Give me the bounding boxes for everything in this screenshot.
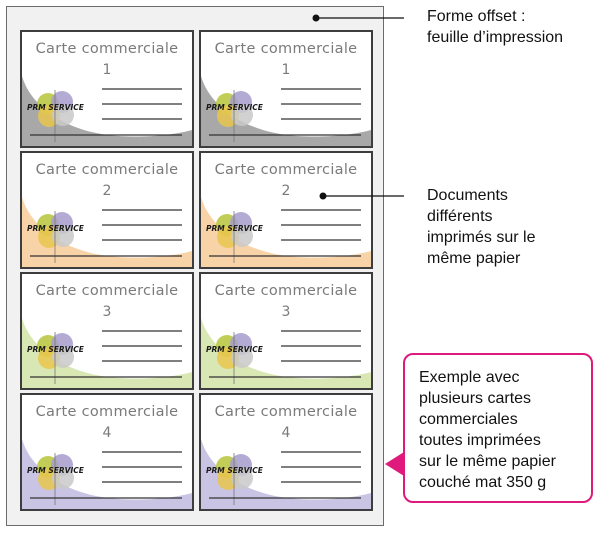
logo-wordmark: PRM SERVICE: [27, 345, 84, 354]
card-wave-background: [201, 197, 371, 267]
card-text-lines: [30, 451, 182, 499]
card-text-lines: [30, 330, 182, 378]
card-wave-background: [201, 318, 371, 388]
logo-wordmark: PRM SERVICE: [27, 224, 84, 233]
logo-wordmark: PRM SERVICE: [206, 224, 263, 233]
prm-logo-icon: [37, 332, 74, 384]
card-wave-background: [201, 76, 371, 146]
logo-wordmark: PRM SERVICE: [27, 103, 84, 112]
prm-logo-icon: [216, 453, 253, 505]
card-number: 2: [281, 183, 291, 199]
card-wave-background: [201, 439, 371, 509]
card-title: Carte commerciale: [214, 404, 358, 420]
card-text-lines: [209, 330, 361, 378]
card-number: 1: [281, 62, 291, 78]
prm-logo-icon: [216, 90, 253, 142]
card-wave-background: [22, 318, 192, 388]
card-wave-background: [22, 439, 192, 509]
offset-form-label: Forme offset : feuille d’impression: [427, 8, 564, 46]
prm-logo-icon: [216, 332, 253, 384]
prm-logo-icon: [37, 453, 74, 505]
card-text-lines: [209, 88, 361, 136]
logo-wordmark: PRM SERVICE: [27, 466, 84, 475]
prm-logo-icon: [216, 211, 253, 263]
card-number: 4: [102, 425, 112, 441]
card-number: 3: [102, 304, 112, 320]
card-text-lines: [30, 209, 182, 257]
card-title: Carte commerciale: [214, 162, 358, 178]
card-title: Carte commerciale: [35, 283, 179, 299]
card-text-lines: [209, 209, 361, 257]
card-text-lines: [30, 88, 182, 136]
card-title: Carte commerciale: [35, 162, 179, 178]
card-title: Carte commerciale: [35, 404, 179, 420]
card-title: Carte commerciale: [214, 283, 358, 299]
card-title: Carte commerciale: [35, 41, 179, 57]
example-callout: Exemple avec plusieurs cartes commercial…: [403, 353, 593, 503]
documents-label: Documents différents imprimés sur le mêm…: [427, 187, 536, 267]
prm-logo-icon: [37, 90, 74, 142]
card-wave-background: [22, 76, 192, 146]
prm-logo-icon: [37, 211, 74, 263]
card-title: Carte commerciale: [214, 41, 358, 57]
card-number: 3: [281, 304, 291, 320]
logo-wordmark: PRM SERVICE: [206, 103, 263, 112]
card-number: 1: [102, 62, 112, 78]
card-text-lines: [209, 451, 361, 499]
card-wave-background: [22, 197, 192, 267]
callout-arrow: [385, 452, 404, 476]
card-number: 2: [102, 183, 112, 199]
logo-wordmark: PRM SERVICE: [206, 466, 263, 475]
logo-wordmark: PRM SERVICE: [206, 345, 263, 354]
card-number: 4: [281, 425, 291, 441]
